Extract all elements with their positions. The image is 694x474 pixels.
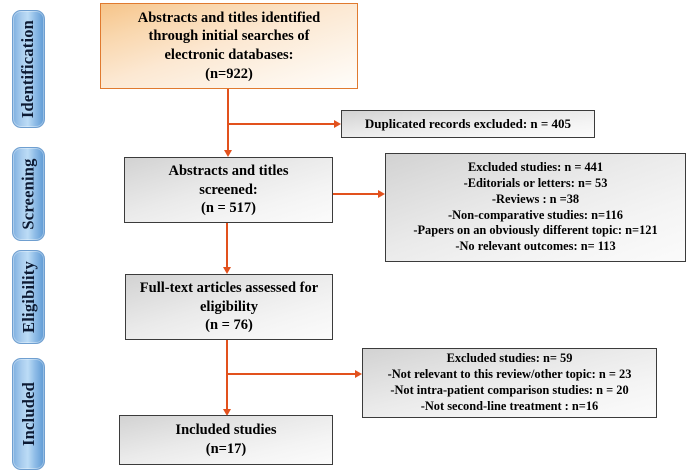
box-line: (n=17) — [205, 441, 247, 457]
connector-screened-to-fulltext — [226, 223, 228, 268]
stage-label-eligibility: Eligibility — [18, 261, 38, 333]
connector-to-duplicates-excluded — [227, 123, 335, 125]
connector-fulltext-to-included — [226, 340, 228, 410]
box-line: -Papers on an obviously different topic:… — [413, 223, 658, 238]
box-excluded-screening: Excluded studies: n = 441 -Editorials or… — [385, 153, 686, 262]
stage-badge-eligibility: Eligibility — [12, 250, 45, 344]
box-line: -Editorials or letters: n= 53 — [463, 175, 608, 190]
arrow-head-to-fulltext — [222, 267, 231, 274]
box-line: Abstracts and titles — [168, 163, 289, 180]
arrow-head-to-screened — [223, 150, 232, 157]
box-line: (n=922) — [205, 65, 253, 82]
box-line: -Non-comparative studies: n=116 — [447, 207, 624, 222]
arrow-head-to-duplicates-excluded — [334, 119, 341, 128]
box-line: Excluded studies: n= 59 — [446, 351, 573, 366]
connector-to-excluded-eligibility — [226, 373, 356, 375]
box-line: -Not second-line treatment : n=16 — [420, 398, 599, 413]
box-records-identified: Abstracts and titles identified through … — [100, 3, 358, 89]
arrow-head-to-excluded-screening — [378, 189, 385, 198]
box-line: -Not intra-patient comparison studies: n… — [390, 383, 629, 397]
box-line: -No relevant outcomes: n= 113 — [455, 239, 616, 254]
box-line: Duplicated records excluded: n = 405 — [364, 115, 572, 131]
box-line: Abstracts and titles identified — [137, 9, 321, 26]
box-included-studies: Included studies (n=17) — [119, 415, 333, 465]
box-line: Included studies — [175, 422, 277, 439]
stage-label-identification: Identification — [18, 19, 38, 119]
connector-identified-to-screened — [227, 89, 229, 151]
box-duplicates-excluded: Duplicated records excluded: n = 405 — [341, 110, 595, 138]
box-line: (n = 76) — [205, 317, 253, 334]
stage-badge-identification: Identification — [12, 10, 45, 128]
stage-label-screening: Screening — [18, 158, 38, 230]
box-line: eligibility — [200, 298, 258, 315]
box-line: electronic databases: — [164, 47, 294, 63]
stage-label-included: Included — [18, 382, 38, 446]
arrow-head-to-included — [222, 409, 231, 416]
connector-to-excluded-screening — [333, 193, 379, 195]
box-line: Full-text articles assessed for — [139, 280, 319, 297]
stage-badge-screening: Screening — [12, 147, 45, 241]
box-excluded-eligibility: Excluded studies: n= 59 -Not relevant to… — [362, 348, 657, 418]
arrow-head-to-excluded-eligibility — [355, 369, 362, 378]
box-line: -Reviews : n =38 — [491, 191, 580, 206]
box-fulltext-assessed: Full-text articles assessed for eligibil… — [125, 274, 333, 340]
box-line: screened: — [199, 181, 258, 198]
stage-badge-included: Included — [12, 358, 45, 470]
box-line: -Not relevant to this review/other topic… — [387, 367, 632, 382]
box-line: (n = 517) — [201, 200, 256, 217]
box-line: Excluded studies: n = 441 — [467, 159, 604, 174]
box-records-screened: Abstracts and titles screened: (n = 517) — [124, 157, 333, 223]
box-line: through initial searches of — [148, 28, 310, 45]
